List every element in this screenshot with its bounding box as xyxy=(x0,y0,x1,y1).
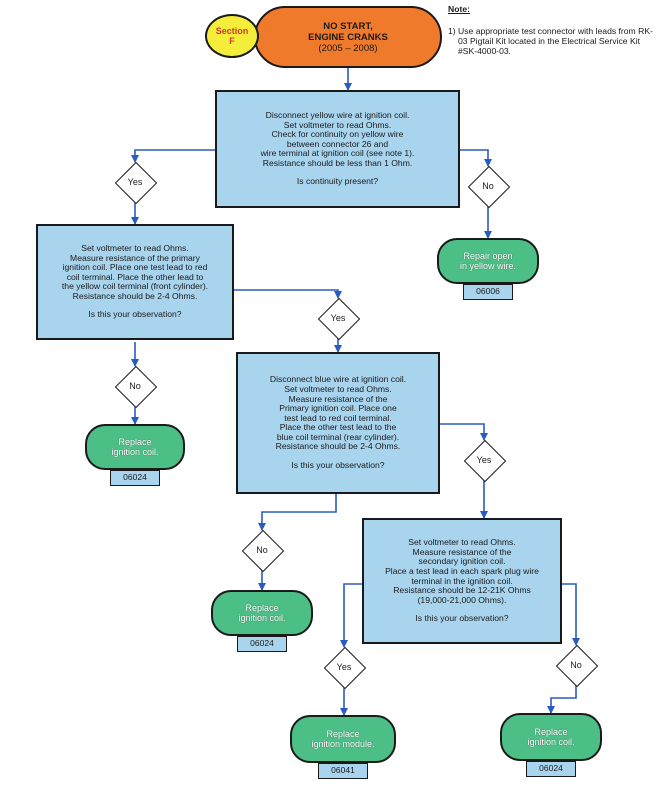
connector-step1-to-no xyxy=(460,149,492,167)
decision3-yes: Yes xyxy=(464,440,504,480)
decision3-no-label: No xyxy=(256,545,268,555)
decision1-no: No xyxy=(468,166,508,206)
note-text: 1) Use appropriate test connector with l… xyxy=(448,26,653,56)
code-06024-3: 06024 xyxy=(526,761,576,777)
decision2-no: No xyxy=(115,366,155,406)
section-letter: F xyxy=(229,36,235,46)
connector-step3-to-yes xyxy=(440,423,488,441)
start-line-1: NO START, xyxy=(323,20,373,32)
result-replace-ignition-coil-3-text: Replace ignition coil. xyxy=(527,727,575,747)
result-replace-ignition-coil-2-text: Replace ignition coil. xyxy=(238,603,286,623)
step2-box: Set voltmeter to read Ohms. Measure resi… xyxy=(36,224,234,340)
decision1-yes: Yes xyxy=(115,162,155,202)
connector-step4-to-no xyxy=(562,583,580,646)
result-replace-ignition-module: Replace ignition module. xyxy=(290,715,396,763)
code-06024-1-text: 06024 xyxy=(123,472,147,482)
note: Note: 1) Use appropriate test connector … xyxy=(448,4,653,56)
section-badge: Section F xyxy=(205,14,259,58)
result-replace-ignition-coil-3: Replace ignition coil. xyxy=(500,713,602,761)
note-title: Note: xyxy=(448,4,470,14)
step2-question: Is this your observation? xyxy=(88,309,182,320)
result-replace-ignition-coil-1: Replace ignition coil. xyxy=(85,424,185,470)
code-06041-text: 06041 xyxy=(331,765,355,775)
decision2-no-label: No xyxy=(129,381,141,391)
step3-question: Is this your observation? xyxy=(291,460,385,471)
code-06024-2: 06024 xyxy=(237,636,287,652)
step4-text: Set voltmeter to read Ohms. Measure resi… xyxy=(385,537,539,605)
code-06024-3-text: 06024 xyxy=(539,763,563,773)
connector-no-to-replace-coil-3 xyxy=(547,685,577,714)
connector-step2-to-yes xyxy=(234,289,342,299)
decision4-no: No xyxy=(556,645,596,685)
decision4-yes: Yes xyxy=(324,647,364,687)
result-replace-ignition-module-text: Replace ignition module. xyxy=(311,729,375,749)
decision3-no: No xyxy=(242,530,282,570)
decision3-yes-label: Yes xyxy=(476,455,492,465)
code-06041: 06041 xyxy=(318,763,368,779)
result-repair-yellow-wire: Repair open in yellow wire. xyxy=(437,238,539,284)
step4-box: Set voltmeter to read Ohms. Measure resi… xyxy=(362,518,562,644)
start-terminal: NO START, ENGINE CRANKS (2005 – 2008) xyxy=(254,6,442,68)
decision4-yes-label: Yes xyxy=(336,662,352,672)
result-replace-ignition-coil-2: Replace ignition coil. xyxy=(211,590,313,636)
step2-text: Set voltmeter to read Ohms. Measure resi… xyxy=(61,242,209,301)
decision4-no-label: No xyxy=(570,660,582,670)
code-06024-1: 06024 xyxy=(110,470,160,486)
decision2-yes: Yes xyxy=(318,298,358,338)
step3-box: Disconnect blue wire at ignition coil. S… xyxy=(236,352,440,494)
decision1-no-label: No xyxy=(482,181,494,191)
connector-step3-to-no xyxy=(258,494,337,531)
result-replace-ignition-coil-1-text: Replace ignition coil. xyxy=(111,437,159,457)
decision1-yes-label: Yes xyxy=(127,177,143,187)
result-repair-yellow-wire-text: Repair open in yellow wire. xyxy=(459,251,517,271)
connector-step4-to-yes xyxy=(340,583,362,648)
connector-step1-to-yes xyxy=(131,149,215,163)
step4-question: Is this your observation? xyxy=(415,613,509,624)
section-label: Section xyxy=(215,26,249,36)
code-06006: 06006 xyxy=(463,284,513,300)
start-line-3: (2005 – 2008) xyxy=(318,42,378,54)
step1-question: Is continuity present? xyxy=(296,176,379,187)
code-06006-text: 06006 xyxy=(476,286,500,296)
decision2-yes-label: Yes xyxy=(330,313,346,323)
step3-text: Disconnect blue wire at ignition coil. S… xyxy=(269,374,407,452)
step1-text: Disconnect yellow wire at ignition coil.… xyxy=(260,109,415,168)
step1-box: Disconnect yellow wire at ignition coil.… xyxy=(215,90,460,208)
start-line-2: ENGINE CRANKS xyxy=(308,31,388,43)
code-06024-2-text: 06024 xyxy=(250,638,274,648)
